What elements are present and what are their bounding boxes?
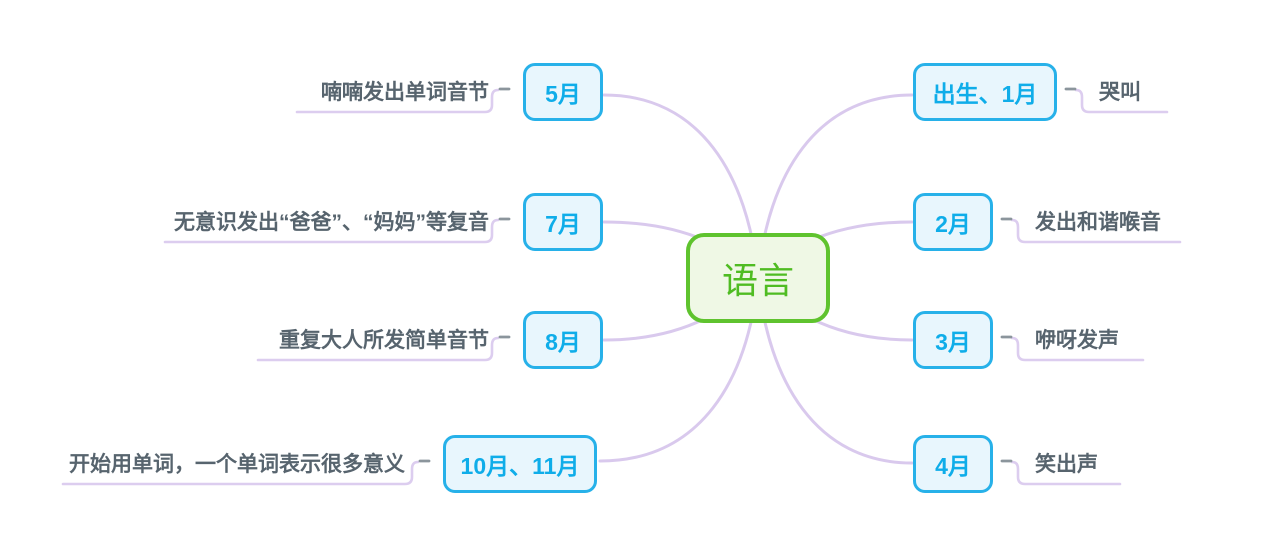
topic-label: 10月、11月	[460, 453, 580, 479]
leaf-right-3[interactable]: 咿呀发声	[1035, 329, 1119, 352]
leaf-connector-right-4	[1010, 460, 1122, 486]
topic-left-month-10-11[interactable]: 10月、11月	[443, 435, 597, 493]
leaf-left-1[interactable]: 喃喃发出单词音节	[321, 81, 489, 104]
topic-label: 出生、1月	[932, 81, 1038, 107]
topic-right-month-3[interactable]: 3月	[913, 311, 993, 369]
topic-label: 3月	[935, 329, 971, 355]
leaf-right-2[interactable]: 发出和谐喉音	[1035, 211, 1161, 234]
topic-right-birth-month-1[interactable]: 出生、1月	[913, 63, 1057, 121]
leaf-connector-left-4	[61, 460, 420, 486]
topic-left-month-5[interactable]: 5月	[523, 63, 603, 121]
topic-left-month-8[interactable]: 8月	[523, 311, 603, 369]
topic-right-month-4[interactable]: 4月	[913, 435, 993, 493]
topic-label: 7月	[545, 211, 581, 237]
leaf-left-4[interactable]: 开始用单词，一个单词表示很多意义	[69, 453, 405, 476]
leaf-connector-left-2	[163, 218, 500, 244]
topic-label: 4月	[935, 453, 971, 479]
topic-right-month-2[interactable]: 2月	[913, 193, 993, 251]
leaf-left-2[interactable]: 无意识发出“爸爸”、“妈妈”等复音	[174, 211, 489, 234]
leaf-connector-right-2	[1010, 218, 1182, 244]
topic-label: 8月	[545, 329, 581, 355]
leaf-connector-left-1	[295, 88, 500, 114]
topic-label: 5月	[545, 81, 581, 107]
topic-label: 2月	[935, 211, 971, 237]
leaf-right-1[interactable]: 哭叫	[1099, 81, 1141, 104]
leaf-connector-right-3	[1010, 336, 1145, 362]
leaf-right-4[interactable]: 笑出声	[1035, 453, 1098, 476]
leaf-connector-right-1	[1074, 88, 1169, 114]
root-topic[interactable]: 语言	[686, 233, 830, 323]
leaf-left-3[interactable]: 重复大人所发简单音节	[279, 329, 489, 352]
root-topic-label: 语言	[721, 260, 794, 301]
leaf-connector-left-3	[256, 336, 500, 362]
topic-left-month-7[interactable]: 7月	[523, 193, 603, 251]
